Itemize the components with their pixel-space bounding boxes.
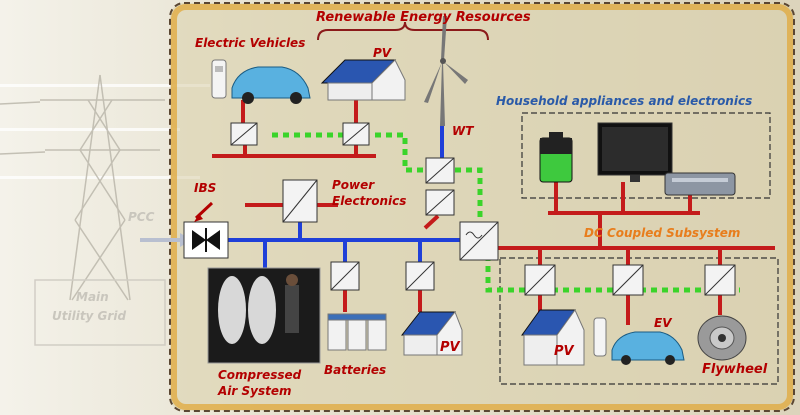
background-streak: [0, 128, 180, 131]
household-label: Household appliances and electronics: [496, 94, 753, 108]
background-streak: [0, 176, 200, 179]
background-streak: [0, 84, 210, 87]
electric-vehicles-label: Electric Vehicles: [195, 36, 306, 50]
power-electronics-label-1: Power: [332, 178, 375, 192]
wt-label: WT: [452, 124, 474, 138]
microgrid-frame: [171, 4, 793, 410]
main-grid-label-1: Main: [76, 290, 109, 304]
battery-appliance-icon: [539, 132, 573, 183]
compressed-air-label-1: Compressed: [218, 368, 302, 382]
ibs-switch-icon: [183, 201, 229, 259]
wind-turbine-icon: [424, 16, 468, 126]
ev-charger-icon: [593, 317, 607, 357]
renewable-label: Renewable Energy Resources: [316, 10, 531, 25]
console-icon: [664, 172, 736, 196]
communication-links: [272, 132, 740, 293]
pv-house-icon: [400, 311, 463, 356]
pv-house-icon: [521, 309, 585, 366]
household-box: [521, 112, 771, 199]
batteries-label: Batteries: [324, 363, 387, 377]
transmission-tower-icon: [0, 74, 166, 346]
power-electronics-label-2: Electronics: [332, 194, 407, 208]
pv-mid-label: PV: [440, 340, 460, 355]
dc-buses: [212, 100, 775, 325]
pv-house-icon: [320, 59, 406, 101]
pv-top-label: PV: [373, 46, 392, 60]
batteries-icon: [327, 313, 387, 351]
pv-dc-label: PV: [554, 344, 574, 359]
converter-symbols: [230, 122, 736, 296]
ev-charger-icon: [211, 59, 227, 99]
microgrid-boundary: [169, 2, 795, 412]
dc-subsystem-label: DC Coupled Subsystem: [584, 226, 741, 240]
tv-icon: [597, 122, 673, 182]
compressed-air-photo: [207, 267, 321, 364]
electric-car-icon: [611, 331, 685, 365]
flywheel-label: Flywheel: [702, 362, 768, 377]
compressed-air-label-2: Air System: [218, 384, 292, 398]
ev-dc-label: EV: [654, 316, 672, 330]
ac-bus: [228, 126, 462, 268]
flywheel-icon: [697, 315, 747, 361]
pcc-label: PCC: [128, 210, 155, 224]
renewable-bracket: [317, 21, 489, 41]
ibs-label: IBS: [194, 181, 217, 195]
main-grid-label-2: Utility Grid: [52, 309, 127, 323]
dc-subsystem-box: [499, 257, 779, 385]
electric-car-icon: [231, 66, 311, 104]
